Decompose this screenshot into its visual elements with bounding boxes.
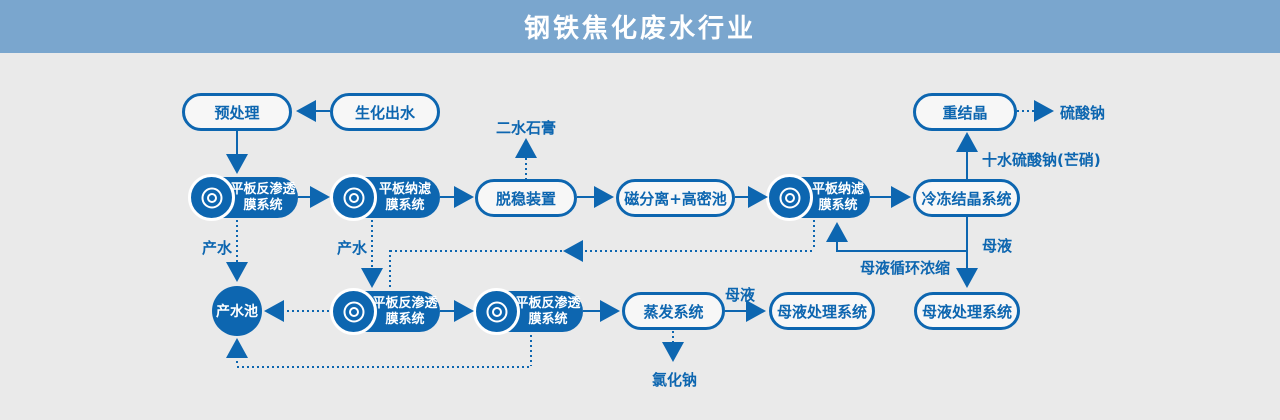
- label-sodium-chloride: 氯化钠: [652, 371, 698, 389]
- node-pretreatment: 预处理: [182, 93, 292, 131]
- arrow-freeze-to-recrystal-head: [956, 132, 978, 152]
- membrane-disc-icon: [330, 288, 377, 335]
- node-freeze-crystallization: 冷冻结晶系统: [913, 179, 1020, 217]
- arrow-bio-to-pretreatment-line: [316, 110, 330, 112]
- label-mother-liquor-1: 母液: [725, 286, 756, 304]
- arrow-nf1-to-destab-head: [454, 186, 474, 208]
- arrow-pretreatment-to-ro1-line: [236, 131, 238, 156]
- arrow-magnetic-to-nf2-line: [735, 196, 748, 198]
- node-label: 平板反渗透 膜系统: [230, 181, 296, 213]
- arrow-ro1-to-tank-line: [236, 220, 238, 262]
- arrow-ro2-to-tank-head: [264, 300, 284, 322]
- arrow-ro1-to-nf1-line: [298, 196, 310, 198]
- arrow-nf2-recycle-head: [563, 240, 583, 262]
- label-product-water-2: 产水: [337, 239, 368, 257]
- arrow-nf2-recycle-v2: [389, 250, 391, 289]
- arrow-ro1-to-tank-head: [226, 262, 248, 282]
- arrow-recrystal-to-sulfate-line: [1017, 110, 1034, 112]
- arrow-pretreatment-to-ro1-head: [226, 154, 248, 174]
- arrow-freeze-to-ml2-head: [956, 268, 978, 288]
- arrow-bio-to-pretreatment-head: [296, 100, 316, 122]
- label-gypsum: 二水石膏: [496, 119, 557, 137]
- node-label: 冷冻结晶系统: [921, 189, 1012, 208]
- node-bio-effluent: 生化出水: [330, 93, 440, 131]
- node-label: 脱稳装置: [495, 189, 556, 208]
- membrane-disc-icon: [766, 174, 813, 221]
- node-ro-membrane-1: 平板反渗透 膜系统: [188, 174, 298, 221]
- node-ro-membrane-2: 平板反渗透 膜系统: [330, 288, 440, 335]
- node-label: 磁分离+高密池: [624, 189, 727, 208]
- arrow-freeze-to-recrystal-line: [966, 152, 968, 179]
- node-label: 蒸发系统: [643, 302, 704, 321]
- arrow-ro2-to-ro3-head: [454, 300, 474, 322]
- arrow-nf1-to-ro2-head: [361, 268, 383, 288]
- arrow-nf2-recycle-hline: [390, 250, 814, 252]
- arrow-destab-to-gypsum-head: [515, 138, 537, 158]
- arrow-ro3-to-tank-v1: [530, 335, 532, 366]
- arrow-ml-recycle-head: [826, 222, 848, 242]
- label-sodium-sulfate: 硫酸钠: [1060, 104, 1106, 122]
- arrow-recrystal-to-sulfate-head: [1034, 100, 1054, 122]
- arrow-evap-to-nacl-line: [672, 331, 674, 344]
- node-nf-membrane-1: 平板纳滤 膜系统: [330, 174, 440, 221]
- arrow-evap-to-ml1-line: [725, 310, 746, 312]
- arrow-nf2-recycle-v1: [813, 220, 815, 250]
- arrow-ro3-to-evap-line: [583, 310, 600, 312]
- node-label: 产水池: [216, 304, 258, 320]
- node-ro-membrane-3: 平板反渗透 膜系统: [473, 288, 583, 335]
- node-label: 平板反渗透 膜系统: [515, 295, 581, 327]
- arrow-destab-to-magnetic-head: [594, 186, 614, 208]
- arrow-evap-to-nacl-head: [662, 342, 684, 362]
- arrow-ml-recycle-hline: [837, 250, 968, 252]
- arrow-ro1-to-nf1-head: [310, 186, 330, 208]
- arrow-destab-to-magnetic-line: [577, 196, 594, 198]
- node-label: 母液处理系统: [776, 302, 867, 321]
- node-label: 平板反渗透 膜系统: [372, 295, 438, 327]
- node-label: 平板纳滤 膜系统: [811, 181, 864, 213]
- membrane-disc-icon: [473, 288, 520, 335]
- node-magnetic-separation: 磁分离+高密池: [616, 179, 735, 217]
- label-product-water-1: 产水: [202, 239, 233, 257]
- label-ml-recycle: 母液循环浓缩: [860, 259, 951, 277]
- arrow-ro3-to-tank-head: [226, 338, 248, 358]
- arrow-ro2-to-ro3-line: [440, 310, 454, 312]
- node-recrystallization: 重结晶: [913, 93, 1017, 131]
- membrane-disc-icon: [330, 174, 377, 221]
- node-label: 重结晶: [942, 103, 988, 122]
- node-label: 母液处理系统: [921, 302, 1012, 321]
- arrow-ml-recycle-vline: [836, 242, 838, 252]
- arrow-nf2-to-freeze-line: [870, 196, 891, 198]
- arrow-magnetic-to-nf2-head: [748, 186, 768, 208]
- arrow-ro3-to-evap-head: [600, 300, 620, 322]
- header-banner: 钢铁焦化废水行业: [0, 0, 1280, 53]
- node-ml-treatment-1: 母液处理系统: [769, 292, 875, 330]
- arrow-freeze-to-ml2-line: [966, 217, 968, 268]
- label-mother-liquor-2: 母液: [982, 237, 1013, 255]
- arrow-ro3-to-tank-hline: [237, 366, 532, 368]
- arrow-nf1-to-destab-line: [440, 196, 454, 198]
- page-title: 钢铁焦化废水行业: [523, 14, 756, 44]
- arrow-nf2-to-freeze-head: [891, 186, 911, 208]
- node-label: 平板纳滤 膜系统: [378, 181, 431, 213]
- node-label: 预处理: [214, 103, 260, 122]
- node-label: 生化出水: [354, 103, 415, 122]
- membrane-disc-icon: [188, 174, 235, 221]
- arrow-evap-to-ml1-head: [746, 300, 766, 322]
- node-destabilization: 脱稳装置: [475, 179, 577, 217]
- label-mirabilite: 十水硫酸钠(芒硝): [982, 151, 1101, 169]
- node-product-water-tank: 产水池: [212, 286, 262, 336]
- node-evaporation: 蒸发系统: [622, 292, 725, 330]
- arrow-ro3-to-tank-v2: [236, 356, 238, 366]
- arrow-destab-to-gypsum-line: [525, 158, 527, 179]
- arrow-ro2-to-tank-line: [282, 310, 332, 312]
- node-ml-treatment-2: 母液处理系统: [914, 292, 1020, 330]
- arrow-nf1-to-ro2-line: [371, 220, 373, 268]
- node-nf-membrane-2: 平板纳滤 膜系统: [766, 174, 870, 221]
